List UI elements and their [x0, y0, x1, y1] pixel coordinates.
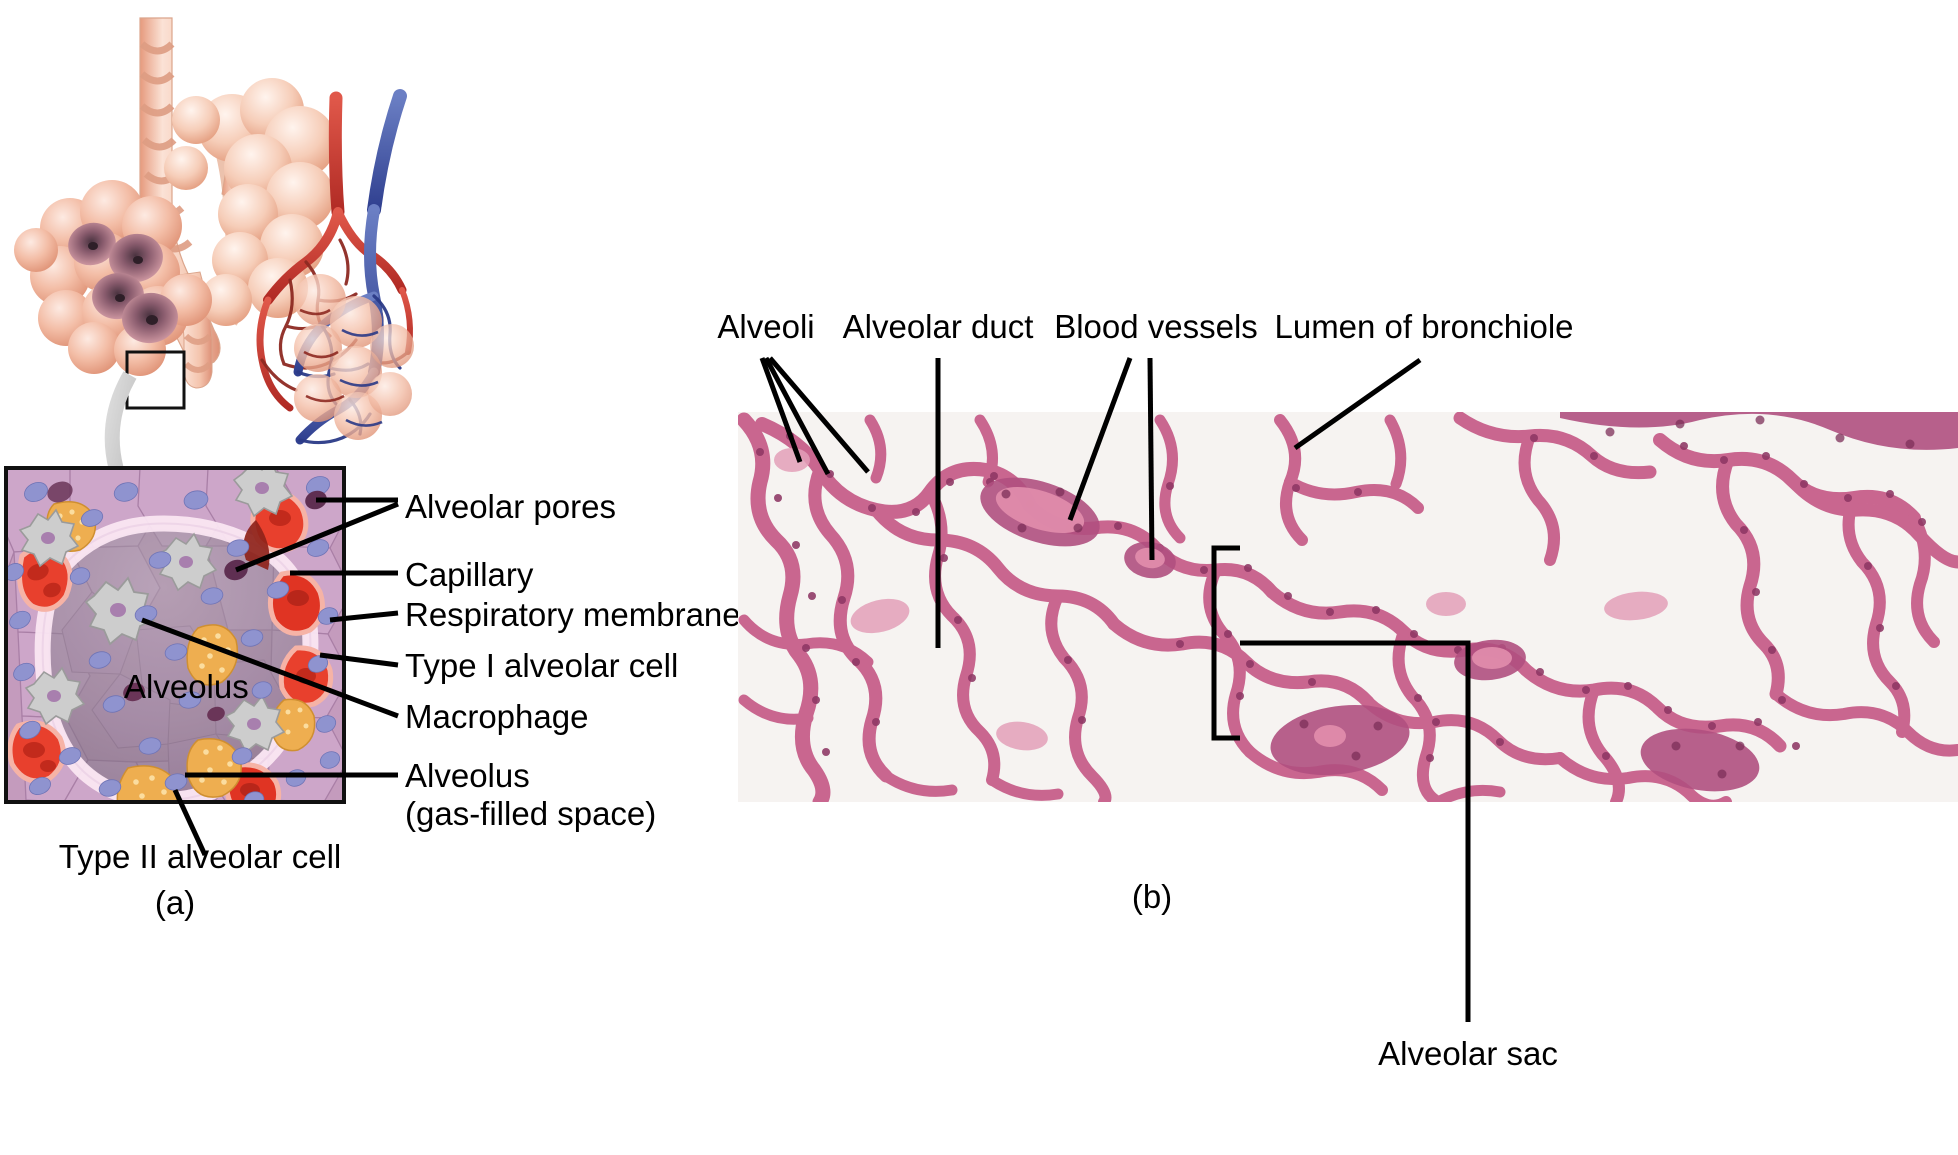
- pulmonary-vessels: [256, 89, 414, 445]
- label-macrophage: Macrophage: [405, 698, 589, 735]
- label-type-i-alveolar-cell: Type I alveolar cell: [405, 647, 679, 684]
- alveolar-pore: [207, 706, 225, 722]
- label-alveolar-pores: Alveolar pores: [405, 488, 616, 525]
- macrophage: [18, 508, 80, 568]
- alveolar-opening: [68, 222, 116, 266]
- macrophage: [232, 468, 294, 518]
- label-lumen-of-bronchiole: Lumen of bronchiole: [1274, 308, 1574, 345]
- macrophage: [224, 694, 286, 754]
- alveolar-sac-cluster: [14, 180, 212, 376]
- alveolar-pore: [47, 481, 73, 503]
- macrophage: [24, 666, 86, 726]
- alveolar-opening-boxed: [122, 292, 178, 344]
- alveolar-pore: [123, 682, 145, 702]
- label-capillary: Capillary: [405, 556, 534, 593]
- label-alveolus-inset: Alveolus: [124, 668, 249, 705]
- lung-tissue-septa: [738, 412, 1958, 802]
- label-alveolus-line1: Alveolus: [405, 757, 530, 794]
- caption-panel-a: (a): [154, 884, 196, 921]
- type-ii-alveolar-cell: [186, 738, 242, 798]
- panel-b-leader-lines: [759, 356, 1471, 1022]
- label-alveolar-duct: Alveolar duct: [842, 308, 1034, 345]
- caption-panel-b: (b): [1131, 878, 1173, 915]
- cell-nucleus: [6, 476, 341, 802]
- label-alveolus-gas-filled: Alveolus(gas-filled space): [405, 757, 656, 833]
- label-alveolar-sac: Alveolar sac: [1378, 1035, 1558, 1072]
- label-respiratory-membrane: Respiratory membrane: [405, 596, 741, 633]
- label-alveoli: Alveoli: [717, 308, 815, 345]
- macrophage: [156, 532, 218, 592]
- panel-a-leader-lines: [141, 497, 399, 857]
- alveolar-opening: [109, 233, 163, 283]
- label-type-ii-alveolar-cell: Type II alveolar cell: [58, 838, 342, 875]
- label-blood-vessels: Blood vessels: [1054, 308, 1258, 345]
- macrophage: [84, 576, 156, 646]
- label-alveolus-line2: (gas-filled space): [405, 795, 657, 832]
